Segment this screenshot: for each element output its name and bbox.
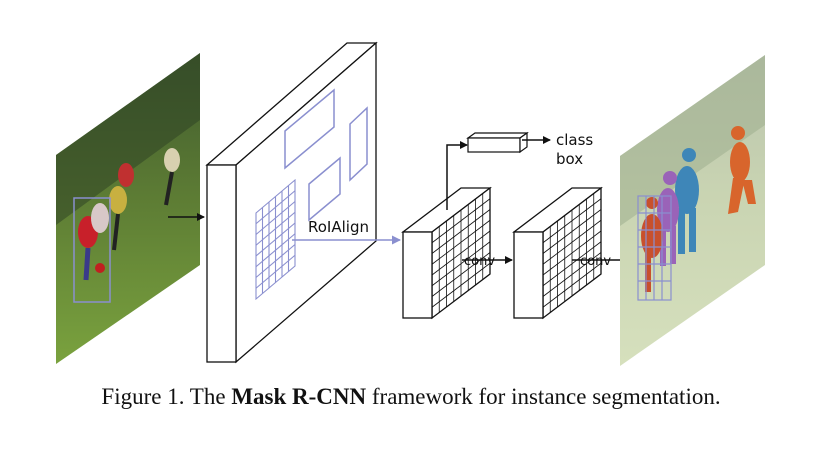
conv-label-2: conv <box>580 254 611 269</box>
instance-masks <box>641 126 756 292</box>
fc-head-box <box>466 131 529 154</box>
caption-suffix: framework for instance segmentation. <box>366 384 721 409</box>
proposal-box <box>308 156 341 222</box>
soccer-players <box>78 148 180 281</box>
conv-label-1: conv <box>464 254 495 269</box>
proposal-box <box>284 88 335 170</box>
caption-prefix: Figure 1. The <box>101 384 232 409</box>
branch-to-head <box>446 141 468 210</box>
mask-orange <box>728 126 756 214</box>
mask-blue <box>675 148 699 254</box>
figure-caption: Figure 1. The Mask R-CNN framework for i… <box>0 384 822 410</box>
box-label: box <box>556 150 583 168</box>
roi-grid <box>255 178 296 301</box>
proposal-box <box>349 106 368 182</box>
output-image <box>620 55 765 366</box>
class-label: class <box>556 131 593 149</box>
detection-box <box>73 197 111 303</box>
input-image <box>56 53 200 364</box>
caption-bold: Mask R-CNN <box>231 384 367 409</box>
roi-feature-block-2 <box>512 186 603 320</box>
roialign-label: RoIAlign <box>308 218 369 236</box>
mask-grid-overlay <box>637 195 672 301</box>
backbone-feature-map <box>205 41 378 364</box>
